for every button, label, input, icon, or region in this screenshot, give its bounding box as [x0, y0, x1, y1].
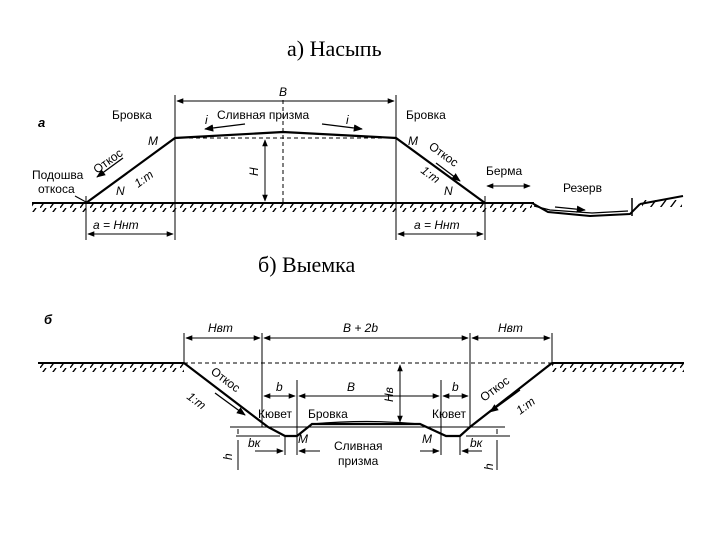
cutting-profile — [183, 362, 553, 438]
ground-hatch — [32, 204, 532, 212]
title-embankment: а) Насыпь — [287, 36, 382, 61]
arrow-borrow — [554, 205, 586, 213]
label-point-n-left: N — [116, 184, 125, 198]
label-crest-left: Бровка — [112, 108, 152, 122]
arrow-slope-right — [435, 162, 461, 182]
label-h-left: h — [221, 453, 235, 460]
drain-prism-curve — [311, 420, 421, 425]
label-top-width: B — [279, 85, 287, 99]
label-ditch-left: Кювет — [258, 407, 293, 421]
arrow-slope-right-b — [489, 389, 521, 413]
arrow-slope-left-b — [214, 392, 246, 416]
label-point-m-right: M — [422, 432, 432, 446]
arrow-drain-right — [321, 123, 363, 132]
label-b-left: b — [276, 380, 283, 394]
borrow-pit-bottom — [533, 205, 629, 214]
label-depth: Hв — [382, 387, 396, 402]
label-crest-right: Бровка — [406, 108, 446, 122]
label-h-right: h — [482, 463, 496, 470]
cutting-diagram: б Hвm B + 2b Hвm b B b — [38, 312, 684, 470]
label-drain-prism-2: призма — [338, 454, 379, 468]
label-base-left: a = Hнm — [93, 218, 139, 232]
label-crest: Бровка — [308, 407, 348, 421]
label-height: H — [247, 167, 261, 176]
label-top-left: Hвm — [208, 321, 233, 335]
ground-hatch-right-b — [552, 364, 684, 372]
label-slope-sign-right: i — [346, 113, 349, 127]
label-point-m-left: M — [298, 432, 308, 446]
label-width-b: B — [347, 380, 355, 394]
label-ratio-right-b: 1:m — [513, 394, 537, 417]
label-ditch-right: Кювет — [432, 407, 467, 421]
label-point-n-right: N — [444, 184, 453, 198]
label-drain-prism-1: Сливная — [334, 439, 383, 453]
label-ratio-left: 1:m — [132, 167, 156, 190]
label-top-right: Hвm — [498, 321, 523, 335]
label-slope-sign-left: i — [205, 113, 208, 127]
label-point-m-left: M — [148, 134, 158, 148]
label-bk-right: bк — [470, 436, 484, 450]
label-berm: Берма — [486, 164, 522, 178]
label-point-m-right: M — [408, 134, 418, 148]
label-drain-prism: Сливная призма — [217, 108, 310, 122]
label-slope-left: Откос — [91, 146, 126, 177]
arrow-slope-left — [96, 157, 124, 178]
embankment-diagram: а B Сливная призма i i Бровка Бровка M M… — [32, 85, 684, 240]
label-toe-line1: Подошва — [32, 168, 84, 182]
label-ratio-right: 1:m — [418, 163, 442, 186]
arrow-drain-left — [204, 123, 246, 132]
title-cutting: б) Выемка — [258, 252, 356, 277]
label-b-right: b — [452, 380, 459, 394]
ground-hatch-right — [642, 200, 682, 207]
fig-letter-b: б — [44, 312, 53, 327]
leader-toe — [74, 195, 87, 203]
label-bk-left: bк — [248, 436, 262, 450]
ground-hatch-left-b — [38, 364, 184, 372]
label-ratio-left-b: 1:m — [184, 389, 208, 412]
fig-letter-a: а — [38, 115, 45, 130]
label-borrow-pit: Резерв — [563, 181, 602, 195]
label-base-right: a = Hнm — [414, 218, 460, 232]
label-top-mid: B + 2b — [343, 321, 378, 335]
label-toe-line2: откоса — [38, 182, 75, 196]
label-slope-left-b: Откос — [208, 364, 243, 395]
borrow-pit-profile — [531, 202, 641, 218]
